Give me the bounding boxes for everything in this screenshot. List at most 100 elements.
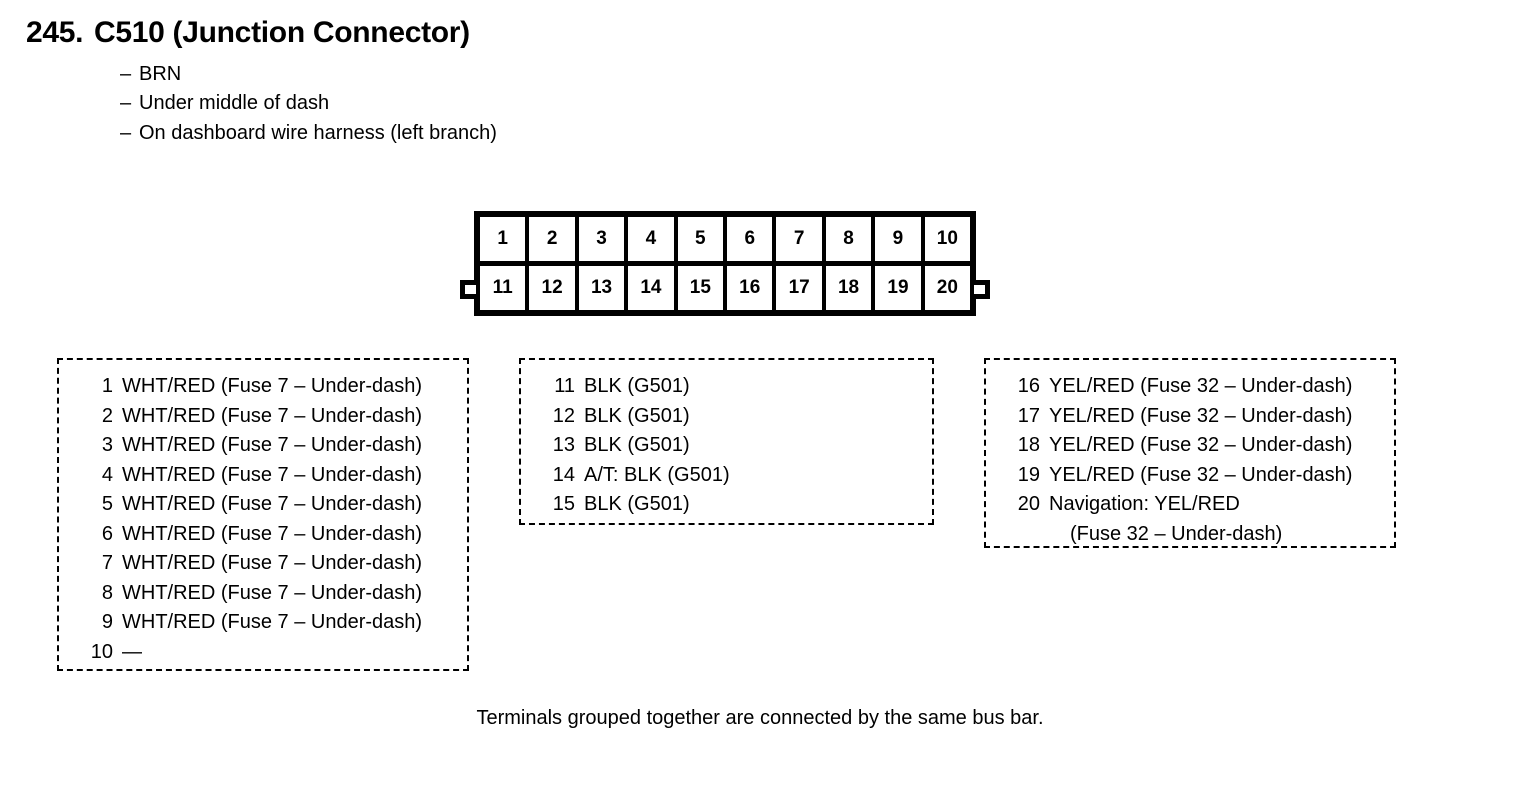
spec-item: –On dashboard wire harness (left branch) <box>120 119 1026 149</box>
pin-description-text: WHT/RED (Fuse 7 – Under-dash) <box>122 375 423 397</box>
pin-number: 7 <box>101 552 113 574</box>
pin-description-text: WHT/RED (Fuse 7 – Under-dash) <box>122 493 423 515</box>
pin-row: 4 WHT/RED (Fuse 7 – Under-dash) <box>59 461 467 491</box>
spec-list: –BRN–Under middle of dash –On dashboard w… <box>120 60 1026 149</box>
pin-number: 20 <box>1017 493 1040 515</box>
pin-number: 18 <box>1017 434 1040 456</box>
pin-number: 9 <box>101 611 113 633</box>
spec-item-label: On dashboard wire harness (left branch) <box>139 121 497 144</box>
pin-number: 12 <box>552 404 575 427</box>
connector-pin-20[interactable]: 20 <box>924 266 971 310</box>
pin-description: WHT/RED (Fuse 7 – Under-dash) <box>122 461 422 491</box>
pin-description: BLK (G501) <box>584 402 690 432</box>
pin-description: BLK (G501) <box>584 490 690 520</box>
pin-description: WHT/RED (Fuse 7 – Under-dash) <box>122 402 422 432</box>
connector-pin-15[interactable]: 15 <box>677 266 724 310</box>
pin-row: 12 BLK (G501) <box>521 402 932 432</box>
connector-pin-5[interactable]: 5 <box>677 217 724 261</box>
pin-row: 19 YEL/RED (Fuse 32 – Under-dash) <box>986 461 1394 491</box>
pin-description: WHT/RED (Fuse 7 – Under-dash) <box>122 372 422 402</box>
pin-description: Navigation: YEL/RED (Fuse 32 – Under-dash… <box>1049 490 1282 549</box>
connector-pin-11[interactable]: 11 <box>480 266 526 310</box>
pin-number: 10 <box>90 640 113 663</box>
connector-pin-2[interactable]: 2 <box>529 217 575 261</box>
pin-description-continuation: (Fuse 32 – Under-dash) <box>1070 522 1283 545</box>
pin-number: 6 <box>101 522 113 545</box>
header-block: 245.C510 (Junction Connector) –BRN–Under… <box>26 16 1026 148</box>
pin-description-text: YEL/RED (Fuse 32 – Under-dash) <box>1049 463 1353 486</box>
pin-row: 5 WHT/RED (Fuse 7 – Under-dash) <box>59 490 467 520</box>
pin-description-text: WHT/RED (Fuse 7 – Under-dash) <box>122 522 423 545</box>
connector-pin-1[interactable]: 1 <box>480 217 526 261</box>
pin-number: 3 <box>101 434 113 456</box>
spec-item-label: Under middle of dash <box>139 92 330 115</box>
pin-description: BLK (G501) <box>584 372 690 402</box>
pin-number: 8 <box>101 581 113 604</box>
pin-description-text: BLK (G501) <box>584 493 690 515</box>
pin-description-text: WHT/RED (Fuse 7 – Under-dash) <box>122 404 423 427</box>
page-title: 245.C510 (Junction Connector) <box>26 16 1026 50</box>
pin-number: 16 <box>1017 375 1040 397</box>
pin-description: BLK (G501) <box>584 431 690 461</box>
pin-description-text: BLK (G501) <box>584 404 690 427</box>
pin-row: 16 YEL/RED (Fuse 32 – Under-dash) <box>986 372 1394 402</box>
pin-description-text: WHT/RED (Fuse 7 – Under-dash) <box>122 581 423 604</box>
pin-description: YEL/RED (Fuse 32 – Under-dash) <box>1049 372 1352 402</box>
pin-description-text: BLK (G501) <box>584 375 690 397</box>
pin-number: 13 <box>552 434 575 456</box>
pin-row: 8 WHT/RED (Fuse 7 – Under-dash) <box>59 579 467 609</box>
connector-pin-9[interactable]: 9 <box>875 217 921 261</box>
pin-description-text: BLK (G501) <box>584 434 690 456</box>
pin-row: 18 YEL/RED (Fuse 32 – Under-dash) <box>986 431 1394 461</box>
connector-pin-3[interactable]: 3 <box>578 217 625 261</box>
pin-description-text: Navigation: YEL/RED <box>1049 493 1240 515</box>
connector-pin-6[interactable]: 6 <box>727 217 773 261</box>
connector-pin-7[interactable]: 7 <box>776 217 822 261</box>
connector-pin-19[interactable]: 19 <box>875 266 921 310</box>
pin-description-text: WHT/RED (Fuse 7 – Under-dash) <box>122 552 423 574</box>
pin-number: 19 <box>1017 463 1040 486</box>
pin-description: WHT/RED (Fuse 7 – Under-dash) <box>122 579 422 609</box>
connector-pin-8[interactable]: 8 <box>825 217 872 261</box>
connector-pin-10[interactable]: 10 <box>924 217 971 261</box>
page-title-number: 245. <box>26 16 84 49</box>
pin-description: YEL/RED (Fuse 32 – Under-dash) <box>1049 402 1352 432</box>
pin-row: 15 BLK (G501) <box>521 490 932 520</box>
pin-row: 13 BLK (G501) <box>521 431 932 461</box>
connector-pin-17[interactable]: 17 <box>776 266 822 310</box>
pin-description: WHT/RED (Fuse 7 – Under-dash) <box>122 520 422 550</box>
pin-number: 15 <box>552 493 575 515</box>
pin-description: — <box>122 638 142 668</box>
pin-row: 11 BLK (G501) <box>521 372 932 402</box>
pin-number: 2 <box>101 404 113 427</box>
spec-item: –BRN <box>120 60 1026 90</box>
pin-description-text: YEL/RED (Fuse 32 – Under-dash) <box>1049 404 1353 427</box>
pin-description-text: YEL/RED (Fuse 32 – Under-dash) <box>1049 434 1353 456</box>
pin-row: 10 — <box>59 638 467 668</box>
pin-number: 11 <box>554 375 575 397</box>
pin-row: 1 WHT/RED (Fuse 7 – Under-dash) <box>59 372 467 402</box>
connector-pin-4[interactable]: 4 <box>628 217 674 261</box>
connector-pin-16[interactable]: 16 <box>727 266 773 310</box>
connector-tab-left-icon <box>460 280 476 299</box>
pin-description-text: YEL/RED (Fuse 32 – Under-dash) <box>1049 375 1353 397</box>
pin-row: 7 WHT/RED (Fuse 7 – Under-dash) <box>59 549 467 579</box>
pin-number: 4 <box>101 463 113 486</box>
connector-pin-18[interactable]: 18 <box>825 266 872 310</box>
connector-pin-13[interactable]: 13 <box>578 266 625 310</box>
pin-description: WHT/RED (Fuse 7 – Under-dash) <box>122 490 422 520</box>
pin-number: 5 <box>101 493 113 515</box>
connector-pin-12[interactable]: 12 <box>529 266 575 310</box>
spec-dash-icon: – <box>120 92 132 115</box>
pin-description: YEL/RED (Fuse 32 – Under-dash) <box>1049 431 1352 461</box>
pin-number: 1 <box>101 375 113 397</box>
connector-pin-14[interactable]: 14 <box>628 266 674 310</box>
